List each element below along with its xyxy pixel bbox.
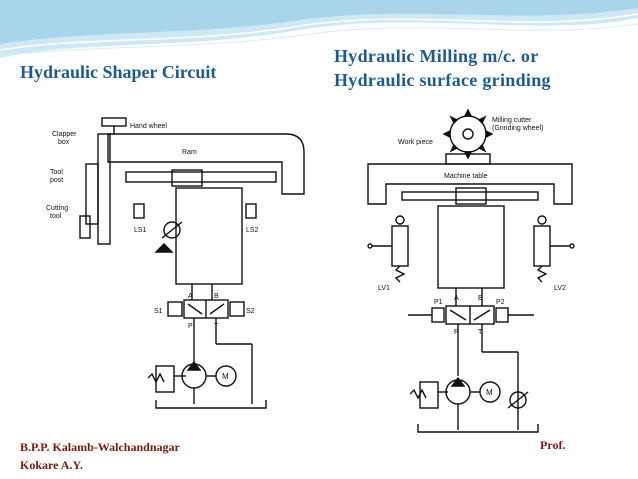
milling-cutter	[442, 108, 494, 160]
flow-control-valve	[509, 391, 527, 409]
ls1-label: LS1	[134, 227, 147, 234]
hand-wheel-label: Hand wheel	[130, 123, 167, 130]
machine-table	[367, 163, 573, 205]
lv2-label: LV2	[554, 285, 566, 292]
cutting-tool-label-2: tool	[50, 213, 62, 220]
piston	[455, 187, 487, 205]
p1-label: P1	[434, 299, 443, 306]
limit-switch-ls1	[133, 203, 145, 219]
cutting-tool	[79, 215, 91, 239]
tool-post-label-1: Tool	[50, 169, 63, 176]
piston-rod	[125, 171, 277, 183]
clapper-label-2: box	[58, 139, 70, 146]
shaper-title: Hydraulic Shaper Circuit	[20, 62, 217, 82]
cutter-label-1: Milling cutter	[492, 117, 532, 124]
port-a-label: A	[188, 293, 193, 300]
footer-prof: Prof.	[540, 438, 566, 452]
clapper-label-1: Clapper	[52, 131, 77, 138]
motor-label: M	[222, 372, 229, 381]
limit-valve-lv2	[533, 225, 551, 267]
footer-institution: B.P.P. Kalamb-Walchandnagar Kokare A.Y.	[20, 438, 180, 474]
ram-label: Ram	[182, 149, 197, 156]
motor	[215, 365, 237, 387]
shaper-diagram: Hand wheel Ram Clapper box Tool post Cut…	[36, 104, 316, 429]
cutting-tool-label-1: Cutting	[46, 205, 68, 212]
ls2-label: LS2	[246, 227, 259, 234]
relief-valve	[155, 365, 175, 393]
tank	[155, 400, 267, 409]
s2-label: S2	[246, 308, 255, 315]
cutter-label-2: (Grinding wheel)	[492, 125, 543, 132]
port-p-label: P	[188, 323, 193, 330]
milling-title: Hydraulic Milling m/c. or Hydraulic surf…	[334, 44, 551, 92]
port-a-label: A	[454, 295, 459, 302]
hydraulic-cylinder	[437, 205, 505, 289]
footer-line1: B.P.P. Kalamb-Walchandnagar	[20, 440, 180, 454]
hand-wheel	[101, 117, 127, 127]
flow-control-valve	[163, 221, 181, 239]
limit-switch-ls2	[245, 203, 257, 219]
piston-rod	[401, 191, 539, 201]
machine-table-label: Machine table	[444, 173, 488, 180]
lv1-label: LV1	[378, 285, 390, 292]
tool-post	[85, 163, 99, 225]
header-wave	[0, 0, 638, 58]
relief-valve	[419, 381, 439, 409]
milling-diagram: Milling cutter (Grinding wheel) Work pie…	[358, 100, 582, 440]
port-p-label: P	[454, 329, 459, 336]
tank	[417, 424, 539, 433]
milling-title-line2: Hydraulic surface grinding	[334, 70, 551, 90]
piston	[171, 169, 203, 187]
hydraulic-cylinder	[175, 187, 243, 285]
limit-valve-lv1	[391, 225, 409, 267]
motor-label: M	[486, 388, 493, 397]
milling-title-line1: Hydraulic Milling m/c. or	[334, 46, 539, 66]
ram	[107, 133, 305, 195]
port-b-label: B	[478, 295, 483, 302]
port-t-label: T	[478, 329, 483, 336]
footer-line2: Kokare A.Y.	[20, 458, 84, 472]
s1-label: S1	[154, 308, 163, 315]
solenoid-s2	[229, 301, 245, 317]
solenoid-s1	[167, 301, 183, 317]
port-b-label: B	[214, 293, 219, 300]
p2-label: P2	[496, 299, 505, 306]
work-piece-label: Work piece	[398, 139, 433, 146]
motor	[479, 381, 501, 403]
tool-post-label-2: post	[50, 177, 63, 184]
